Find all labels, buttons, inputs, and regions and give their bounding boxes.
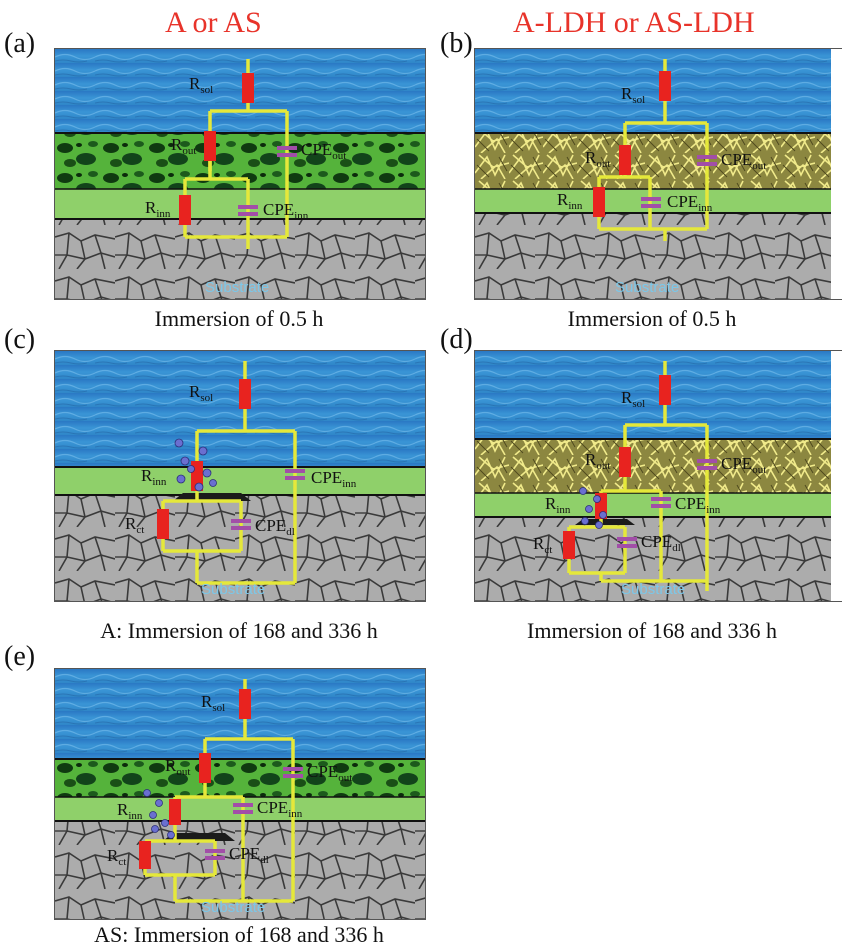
ldh-layer [475, 439, 831, 493]
label-r-sol: Rsol [621, 84, 645, 106]
inner-barrier-layer [55, 797, 425, 821]
capacitor-out [697, 155, 717, 166]
capacitor-out [283, 767, 303, 778]
resistor-sol [659, 71, 671, 101]
label-cpe-inn: CPEinn [667, 192, 713, 214]
resistor-ct [157, 509, 169, 539]
caption-b: Immersion of 0.5 h [567, 306, 737, 331]
resistor-out [199, 753, 211, 783]
caption-c: A: Immersion of 168 and 336 h [100, 618, 378, 643]
label-r-ct: Rct [107, 846, 126, 868]
inner-barrier-layer [55, 467, 425, 495]
ldh-layer [475, 133, 831, 189]
panel-label-b: (b) [440, 28, 473, 59]
caption-a: Immersion of 0.5 h [154, 306, 324, 331]
resistor-inn [169, 799, 181, 825]
panel-label-c: (c) [4, 324, 36, 355]
resistor-ct [139, 841, 151, 869]
resistor-out [204, 131, 216, 161]
substrate-label: Substrate [205, 279, 269, 296]
label-r-sol: Rsol [201, 692, 225, 714]
capacitor-inn [233, 803, 253, 814]
label-r-inn: Rinn [145, 198, 171, 220]
label-cpe-inn: CPEinn [257, 798, 303, 820]
resistor-sol [242, 73, 254, 103]
label-r-inn: Rinn [557, 190, 583, 212]
panel-e-diagram: Rsol Rout CPEout Rinn CPEinn Rct CPEdl S… [54, 668, 426, 920]
resistor-inn [179, 195, 191, 225]
panel-label-e: (e) [4, 641, 36, 672]
capacitor-inn [641, 197, 661, 208]
capacitor-inn [238, 205, 258, 216]
outer-porous-layer [55, 759, 425, 797]
substrate-label: Substrate [621, 581, 685, 598]
label-cpe-inn: CPEinn [311, 468, 357, 490]
resistor-sol [659, 375, 671, 405]
chloride-ions [143, 789, 175, 839]
panel-c-diagram: Rsol Rinn CPEinn Rct CPEdl Substrate [54, 350, 426, 602]
label-r-inn: Rinn [141, 466, 167, 488]
panel-d-diagram: Rsol Rout CPEout Rinn CPEinn Rct CPEdl S… [474, 350, 842, 602]
label-cpe-dl: CPEdl [229, 844, 269, 866]
capacitor-inn [651, 497, 671, 508]
caption-e: AS: Immersion of 168 and 336 h [94, 922, 384, 947]
label-r-sol: Rsol [189, 382, 213, 404]
resistor-out [619, 447, 631, 477]
label-cpe-out: CPEout [301, 140, 346, 162]
label-cpe-inn: CPEinn [263, 200, 309, 222]
label-r-out: Rout [585, 450, 610, 472]
label-cpe-inn: CPEinn [675, 494, 721, 516]
chloride-ions [579, 487, 607, 529]
resistor-inn [593, 187, 605, 217]
label-cpe-out: CPEout [307, 762, 352, 784]
label-cpe-out: CPEout [721, 454, 766, 476]
resistor-out [619, 145, 631, 175]
label-r-ct: Rct [125, 514, 144, 536]
resistor-sol [239, 379, 251, 409]
label-r-out: Rout [165, 756, 190, 778]
electrolyte-layer [475, 49, 831, 133]
panel-label-a: (a) [4, 28, 36, 59]
capacitor-dl [231, 519, 251, 530]
resistor-ct [563, 531, 575, 559]
substrate-label: Substrate [615, 279, 679, 296]
substrate-label: Substrate [201, 899, 265, 916]
panel-a-diagram: Rsol Rout CPEout Rinn CPEinn Substrate [54, 48, 426, 300]
label-r-sol: Rsol [189, 74, 213, 96]
label-r-inn: Rinn [117, 800, 143, 822]
label-cpe-dl: CPEdl [255, 516, 295, 538]
resistor-sol [239, 689, 251, 719]
capacitor-out [697, 459, 717, 470]
capacitor-dl [617, 537, 637, 548]
substrate-layer [475, 517, 831, 601]
header-right: A-LDH or AS-LDH [513, 6, 755, 39]
capacitor-out [277, 146, 297, 157]
corrosion-pit [173, 493, 251, 501]
label-r-ct: Rct [533, 534, 552, 556]
caption-d: Immersion of 168 and 336 h [527, 618, 777, 643]
corrosion-pit [575, 519, 635, 525]
label-r-out: Rout [171, 135, 196, 157]
chloride-ions [174, 438, 217, 492]
panel-label-d: (d) [440, 324, 473, 355]
electrolyte-layer [55, 49, 425, 133]
label-cpe-dl: CPEdl [641, 532, 681, 554]
capacitor-dl [205, 849, 225, 860]
label-r-inn: Rinn [545, 494, 571, 516]
substrate-layer [55, 219, 425, 299]
label-r-out: Rout [585, 148, 610, 170]
label-r-sol: Rsol [621, 388, 645, 410]
corrosion-pit [163, 833, 235, 841]
substrate-label: Substrate [201, 581, 265, 598]
capacitor-inn [285, 469, 305, 480]
panel-b-diagram: Rsol Rout CPEout Rinn CPEinn Substrate [474, 48, 842, 300]
header-left: A or AS [165, 6, 262, 39]
label-cpe-out: CPEout [721, 150, 766, 172]
